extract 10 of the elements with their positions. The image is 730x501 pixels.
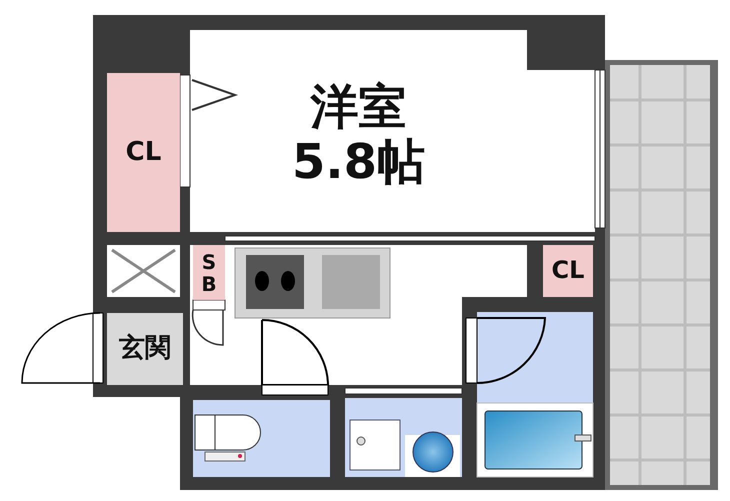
room-label: SB [201,250,217,294]
room-label: CL [552,257,584,285]
room-label: 玄関 [119,334,171,364]
storage-area [193,245,225,300]
room-size: 5.8帖 [292,135,426,190]
room-name: 洋室 [310,80,406,135]
room-label: CL [126,138,162,168]
closet-area [107,73,180,232]
entrance-area [107,313,183,385]
closet-area [543,245,593,297]
